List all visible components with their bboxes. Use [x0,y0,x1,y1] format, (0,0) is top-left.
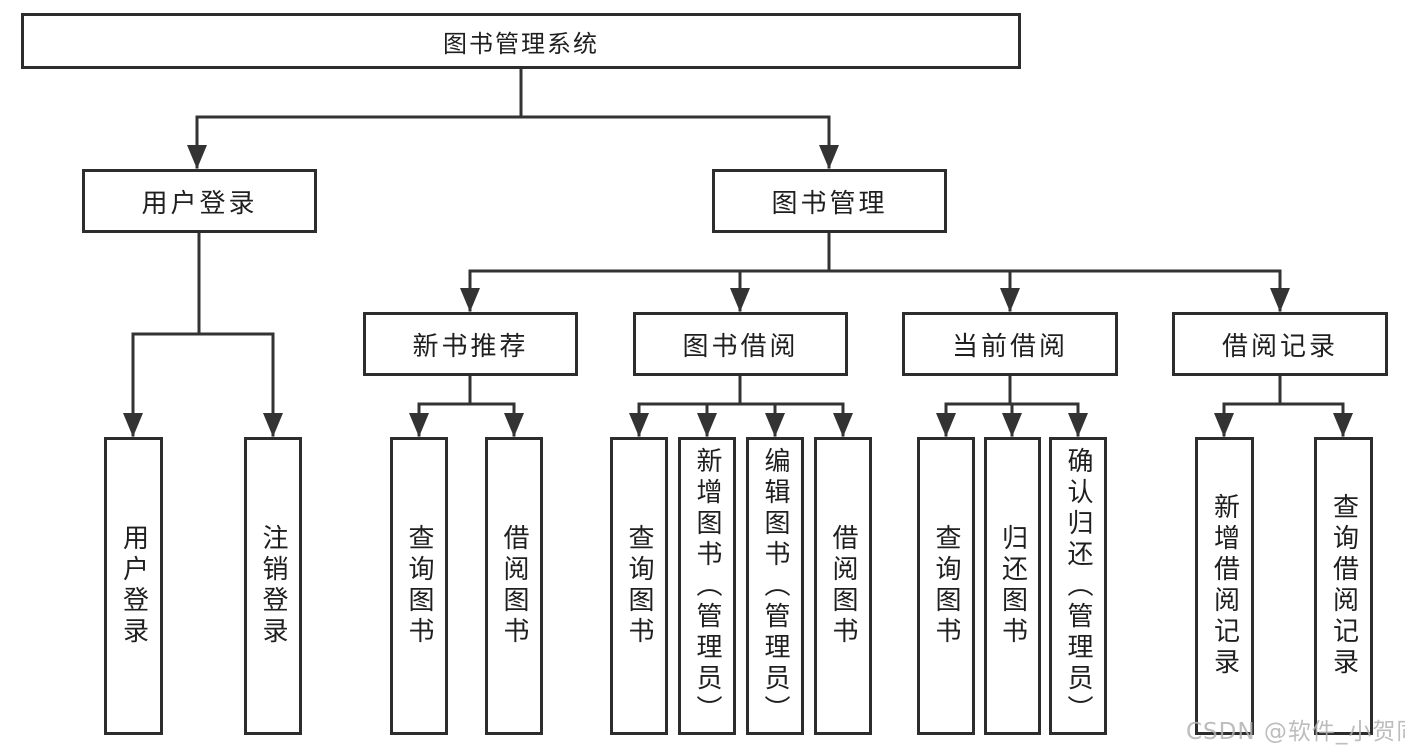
leaf-confirm-return-admin: 确认归还（管理员） [1049,437,1107,735]
node-label: 借阅记录 [1221,331,1338,362]
leaf-add-borrow-record: 新增借阅记录 [1195,437,1254,735]
node-label: 归还图书 [997,524,1028,648]
node-book-management: 图书管理 [712,169,947,233]
node-label: 用户登录 [118,524,149,648]
leaf-borrow-books: 借阅图书 [814,437,872,735]
node-label: 查询图书 [931,524,961,648]
node-new-book-recommend: 新书推荐 [363,312,578,376]
leaf-query-borrow-record: 查询借阅记录 [1314,437,1373,735]
leaf-query-books: 查询图书 [917,437,975,735]
node-label: 注销登录 [258,524,288,648]
leaf-borrow-books: 借阅图书 [485,437,543,735]
node-label: 查询图书 [404,524,434,648]
node-label: 查询借阅记录 [1328,493,1359,679]
leaf-return-books: 归还图书 [984,437,1041,735]
node-label: 借阅图书 [499,524,529,648]
node-label: 查询图书 [624,524,654,648]
node-book-borrowing: 图书借阅 [633,312,848,376]
node-label: 当前借阅 [951,331,1068,362]
node-label: 图书借阅 [682,331,799,362]
node-label: 图书管理系统 [443,29,599,58]
node-label: 确认归还（管理员） [1063,446,1093,726]
node-label: 图书管理 [771,188,888,219]
leaf-query-books: 查询图书 [610,437,668,735]
node-library-management-system: 图书管理系统 [21,13,1021,69]
node-label: 新增图书（管理员） [692,446,722,726]
node-label: 用户登录 [141,188,258,219]
csdn-watermark: CSDN @软件_小贺同学 [1186,719,1405,745]
leaf-edit-books-admin: 编辑图书（管理员） [746,437,804,735]
node-label: 借阅图书 [828,524,858,648]
node-borrowing-records: 借阅记录 [1172,312,1388,376]
node-label: 新增借阅记录 [1209,493,1240,679]
leaf-query-books: 查询图书 [390,437,448,735]
leaf-add-books-admin: 新增图书（管理员） [678,437,736,735]
node-label: 编辑图书（管理员） [760,446,790,726]
node-label: 新书推荐 [412,331,529,362]
leaf-logout: 注销登录 [244,437,302,735]
leaf-user-login: 用户登录 [104,437,163,735]
node-user-login: 用户登录 [82,169,317,233]
node-current-borrowing: 当前借阅 [902,312,1118,376]
